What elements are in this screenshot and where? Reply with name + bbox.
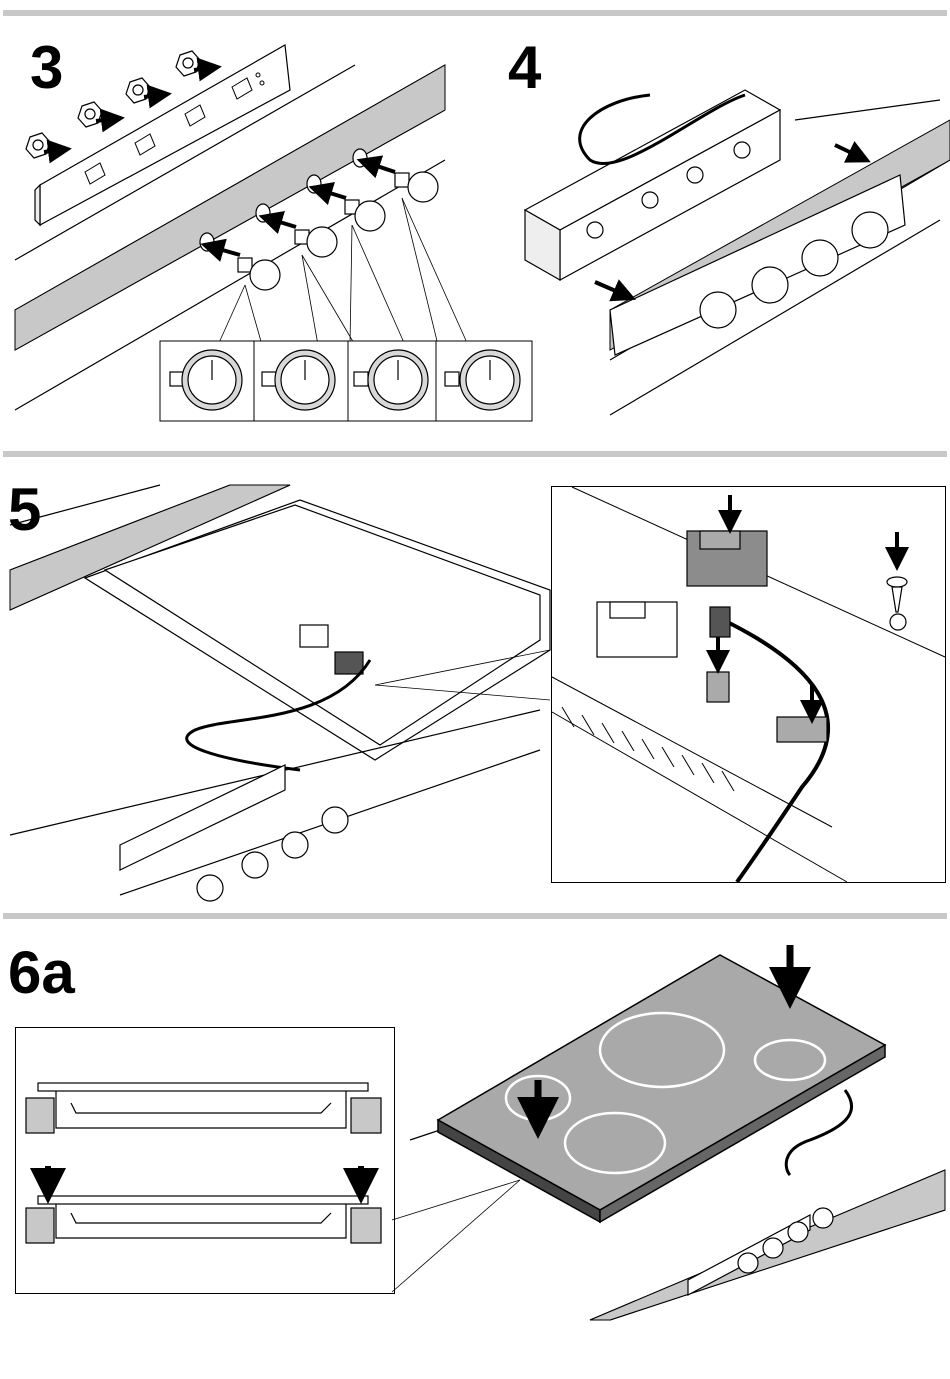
power-cable bbox=[717, 617, 828, 882]
divider-middle bbox=[3, 451, 947, 457]
cross-section-lower bbox=[26, 1196, 381, 1243]
step-6a-illustration bbox=[390, 940, 950, 1330]
divider-lower bbox=[3, 913, 947, 919]
divider-top bbox=[3, 10, 947, 16]
lower-counter bbox=[10, 710, 540, 895]
vent-slots bbox=[562, 707, 734, 791]
connector bbox=[710, 607, 730, 637]
cooktop bbox=[438, 955, 885, 1222]
step-6a-detail-box bbox=[15, 1027, 395, 1294]
cross-section-upper bbox=[26, 1083, 381, 1133]
nut-4 bbox=[176, 51, 200, 76]
terminal-box bbox=[300, 625, 328, 647]
screw-icon bbox=[887, 577, 907, 612]
nut-2 bbox=[78, 102, 102, 127]
ground-ring bbox=[890, 614, 906, 630]
arrow-icon bbox=[48, 1166, 361, 1186]
terminal-cover bbox=[687, 531, 767, 586]
terminal-block bbox=[597, 602, 677, 657]
step-3-illustration bbox=[0, 20, 480, 440]
nut-3 bbox=[126, 78, 150, 103]
step-4-illustration bbox=[480, 20, 950, 440]
step-number-6a: 6a bbox=[8, 943, 75, 1003]
step-5-illustration bbox=[0, 460, 550, 900]
step-5-detail-box bbox=[551, 486, 946, 883]
nut-1 bbox=[26, 133, 50, 158]
callout-lines bbox=[392, 1180, 520, 1292]
terminal-connector bbox=[335, 652, 363, 674]
